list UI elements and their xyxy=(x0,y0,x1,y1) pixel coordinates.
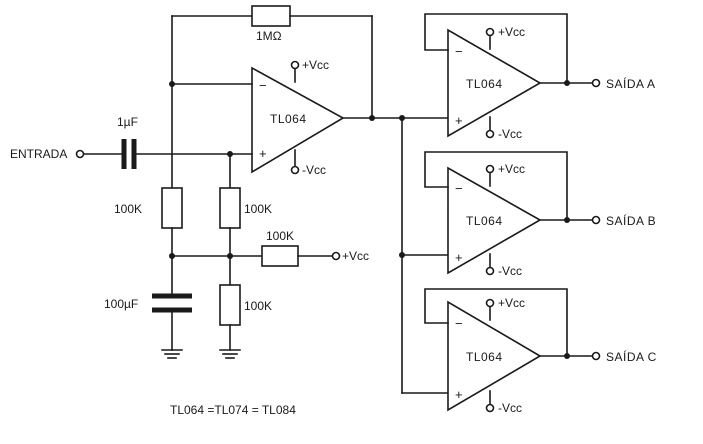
bias-supply-terminal xyxy=(331,251,341,261)
resistor-left-100k xyxy=(161,187,183,229)
resistor-feedback-label: 1MΩ xyxy=(256,29,282,43)
node-main-output xyxy=(369,115,375,121)
opamp-buffer-b xyxy=(447,166,542,275)
buffer-b-label: TL064 xyxy=(466,214,503,228)
resistor-series-100k xyxy=(261,245,299,267)
output-c-terminal xyxy=(591,351,601,361)
opamp-buffer-a xyxy=(447,28,542,138)
opamp-main-vneg-terminal xyxy=(290,165,300,175)
buffer-a-vneg-terminal xyxy=(485,129,495,139)
buffer-c-minus: − xyxy=(455,316,463,331)
buffer-c-vneg-label: -Vcc xyxy=(498,401,522,415)
resistor-bottom-label: 100K xyxy=(244,299,272,313)
buffer-c-vneg-terminal xyxy=(485,403,495,413)
buffer-b-vneg-label: -Vcc xyxy=(498,264,522,278)
opamp-main-label: TL064 xyxy=(270,112,307,126)
buffer-b-minus: − xyxy=(455,181,463,196)
opamp-main-vpos-label: +Vcc xyxy=(302,58,329,72)
opamp-main-vpos-terminal xyxy=(290,60,300,70)
buffer-a-feedback xyxy=(424,13,568,84)
opamp-main-minus: − xyxy=(259,78,267,93)
opamp-main-vneg-label: -Vcc xyxy=(302,163,326,177)
node-bias-left xyxy=(169,253,175,259)
output-a-terminal xyxy=(591,78,601,88)
buffer-c-output-node xyxy=(564,353,570,359)
buffer-a-vpos-label: +Vcc xyxy=(498,25,525,39)
buffer-c-label: TL064 xyxy=(466,350,503,364)
buffer-a-label: TL064 xyxy=(466,77,503,91)
output-b-label: SAÍDA B xyxy=(606,213,656,228)
node-bias-mid xyxy=(227,253,233,259)
capacitor-input-label: 1µF xyxy=(117,115,138,129)
resistor-mid-label: 100K xyxy=(244,202,272,216)
opamp-main-plus: + xyxy=(259,146,267,161)
buffer-a-vneg-label: -Vcc xyxy=(498,127,522,141)
output-b-terminal xyxy=(591,215,601,225)
buffer-a-vpos-terminal xyxy=(485,27,495,37)
buffer-b-feedback xyxy=(424,151,568,221)
buffer-a-plus: + xyxy=(455,113,463,128)
opamp-buffer-c xyxy=(447,300,542,412)
resistor-feedback-1m xyxy=(251,5,291,27)
buffer-b-plus: + xyxy=(455,250,463,265)
buffer-b-vpos-label: +Vcc xyxy=(498,162,525,176)
buffer-c-vpos-terminal xyxy=(485,298,495,308)
output-c-label: SAÍDA C xyxy=(606,349,657,364)
input-terminal xyxy=(75,149,85,159)
capacitor-bottom-label: 100µF xyxy=(104,297,138,311)
resistor-left-label: 100K xyxy=(114,202,142,216)
resistor-bottom-100k xyxy=(219,284,241,326)
buffer-b-output-node xyxy=(564,217,570,223)
buffer-b-vneg-terminal xyxy=(485,266,495,276)
resistor-mid-100k xyxy=(219,187,241,229)
buffer-c-feedback xyxy=(424,288,568,357)
equivalence-note: TL064 =TL074 = TL084 xyxy=(170,403,296,417)
buffer-b-vpos-terminal xyxy=(485,164,495,174)
opamp-main xyxy=(251,66,345,174)
resistor-series-label: 100K xyxy=(266,229,294,243)
buffer-c-vpos-label: +Vcc xyxy=(498,296,525,310)
bias-supply-label: +Vcc xyxy=(342,249,369,263)
buffer-a-output-node xyxy=(564,80,570,86)
output-a-label: SAÍDA A xyxy=(606,76,656,91)
buffer-c-plus: + xyxy=(455,387,463,402)
buffer-a-minus: − xyxy=(455,44,463,59)
input-label: ENTRADA xyxy=(10,147,67,161)
